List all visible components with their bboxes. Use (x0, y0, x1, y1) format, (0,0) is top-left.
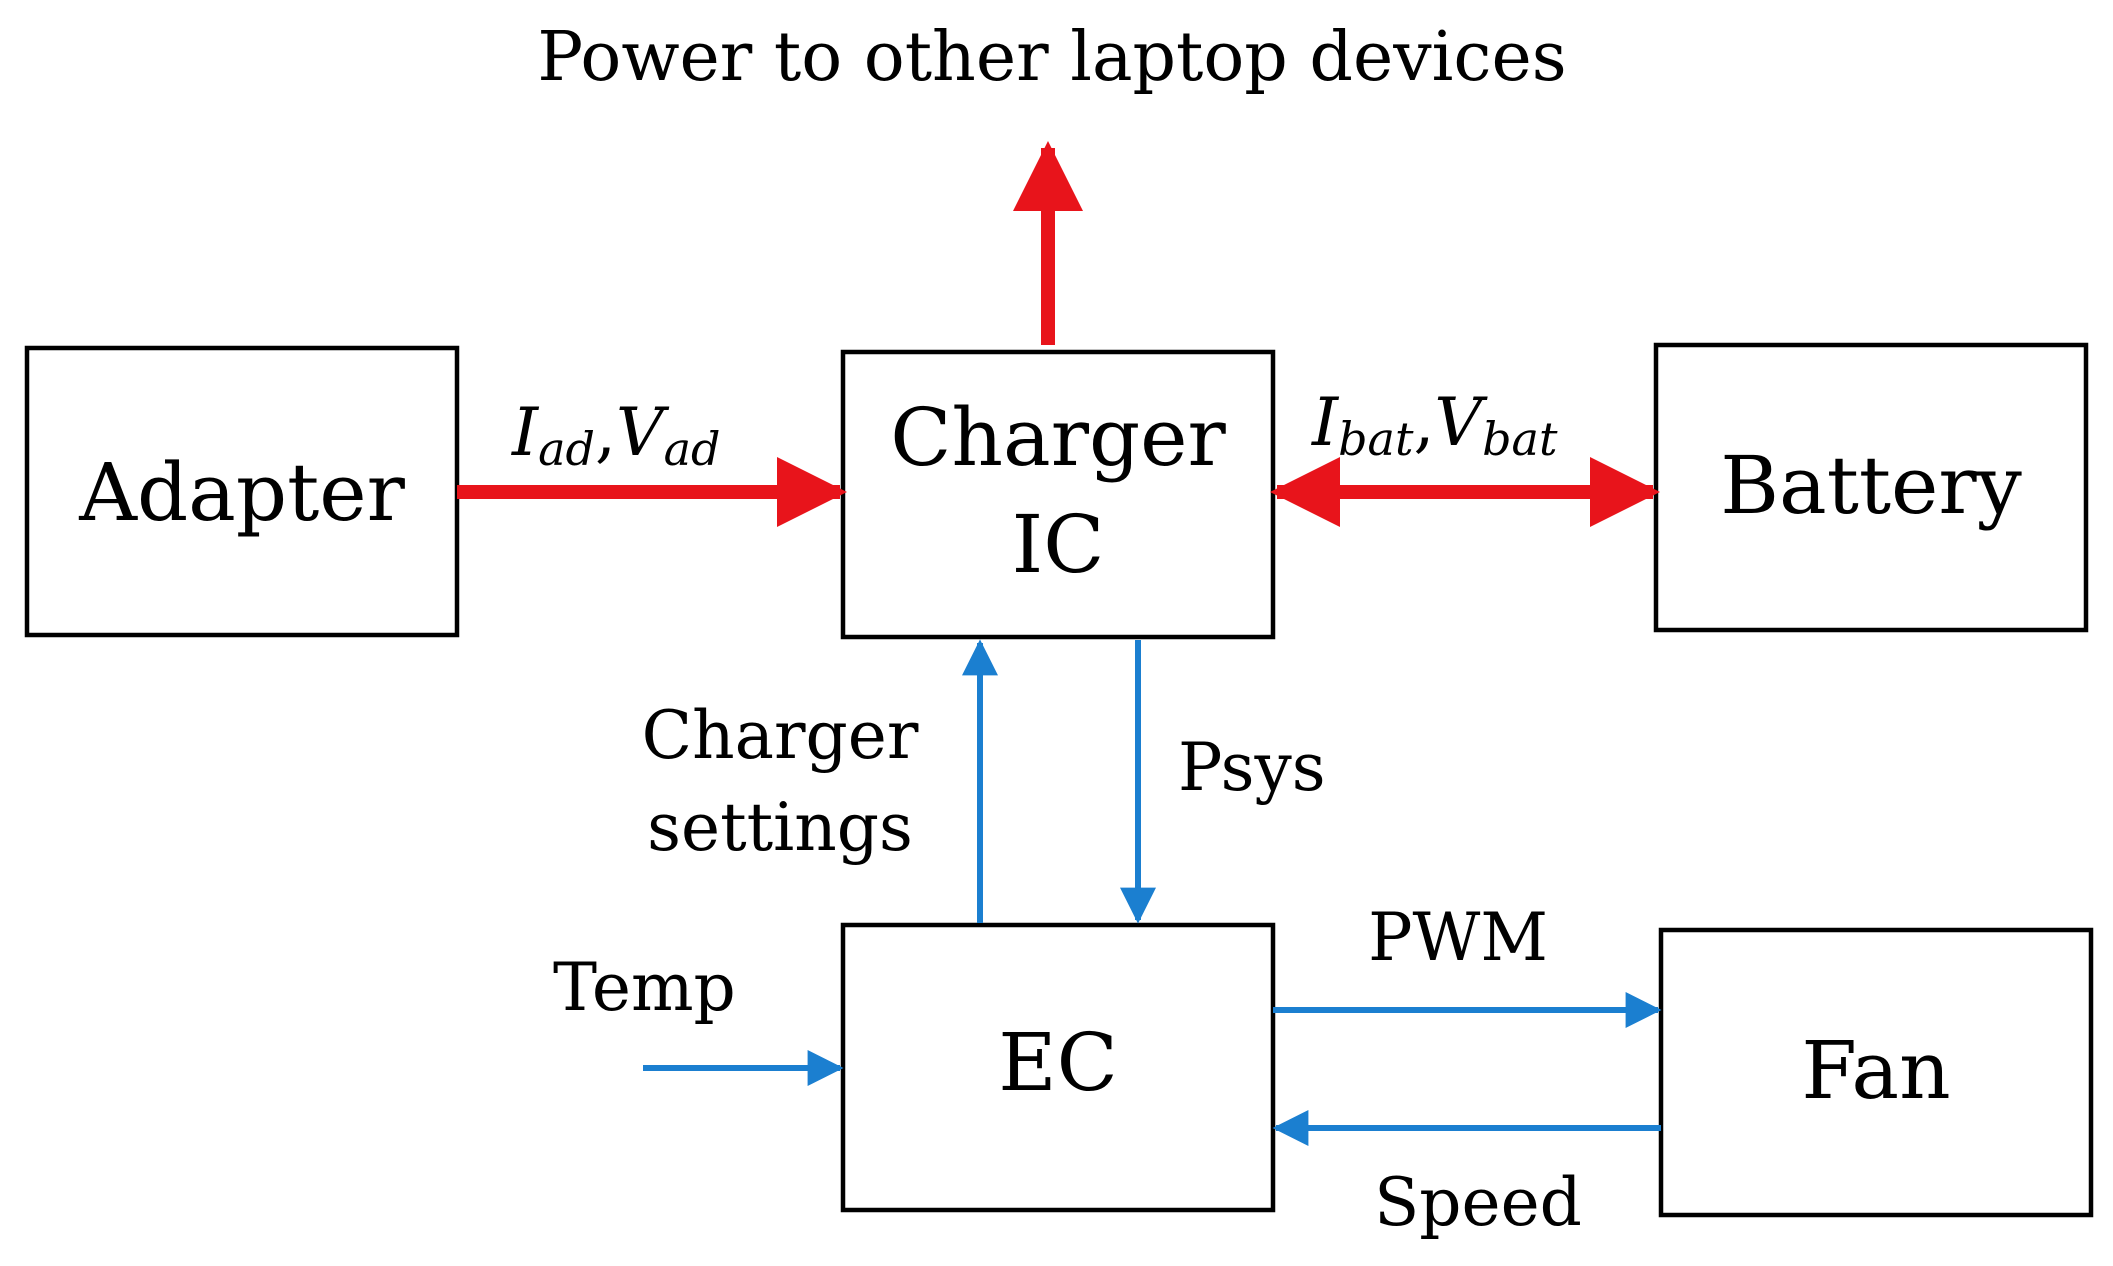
battery-block: Battery (1653, 342, 2089, 633)
adapter-label: Adapter (78, 446, 405, 539)
temp-label: Temp (553, 949, 736, 1026)
charger-settings-label-line1: Charger (642, 697, 919, 774)
psys-label: Psys (1178, 729, 1326, 806)
pwm-label: PWM (1368, 899, 1548, 976)
battery-label: Battery (1720, 439, 2022, 532)
charger-ic-label-line1: Charger (890, 391, 1226, 484)
adapter-signal-label: Iad,Vad (511, 394, 720, 476)
charger-settings-label-line2: settings (647, 789, 913, 866)
charger-ic-label-line2: IC (1012, 498, 1105, 591)
charger-ic-block: Charger IC (840, 349, 1276, 640)
diagram-title: Power to other laptop devices (537, 18, 1566, 97)
adapter-block: Adapter (24, 345, 460, 638)
ec-label: EC (998, 1016, 1118, 1109)
fan-block: Fan (1658, 927, 2094, 1218)
battery-signal-label: Ibat,Vbat (1311, 384, 1558, 466)
speed-label: Speed (1374, 1164, 1582, 1241)
fan-label: Fan (1801, 1024, 1950, 1117)
ec-block: EC (840, 922, 1276, 1213)
